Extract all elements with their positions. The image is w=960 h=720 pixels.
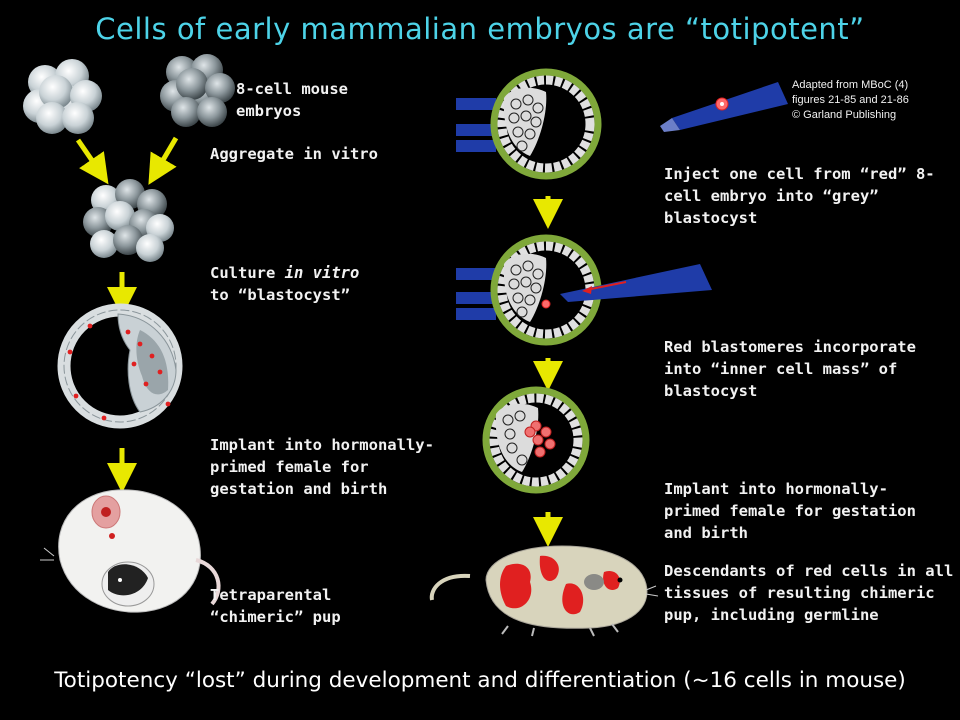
grey-8-cell-embryo	[160, 54, 235, 127]
chimeric-blastocyst-right	[482, 386, 590, 494]
label-8-cell-embryos: 8-cell mouse embryos	[236, 80, 348, 120]
credit-text: Adapted from MBoC (4) figures 21-85 and …	[792, 79, 909, 121]
label-aggregate: Aggregate in vitro	[210, 145, 378, 163]
label-implant-right: Implant into hormonally- primed female f…	[664, 480, 916, 542]
arrow-aggregate-right	[148, 136, 179, 185]
label-implant-left: Implant into hormonally- primed female f…	[210, 436, 434, 498]
arrow-aggregate-left	[75, 138, 109, 185]
aggregated-embryo	[83, 179, 174, 262]
label-descendants: Descendants of red cells in all tissues …	[664, 562, 954, 624]
injection-pipette-1	[660, 82, 788, 132]
tetraparental-mouse	[40, 489, 221, 613]
host-blastocyst-2	[456, 234, 602, 346]
injection-pipette-2	[560, 264, 712, 302]
label-culture: Culture in vitro to “blastocyst”	[210, 264, 360, 304]
label-inject: Inject one cell from “red” 8- cell embry…	[664, 165, 935, 227]
host-blastocyst-1	[456, 68, 602, 180]
bottom-caption: Totipotency “lost” during development an…	[54, 668, 906, 693]
chimeric-mouse	[429, 545, 659, 637]
label-chimeric-pup: Tetraparental “chimeric” pup	[210, 586, 341, 626]
chimeric-blastocyst	[57, 303, 183, 429]
slide-title: Cells of early mammalian embryos are “to…	[95, 12, 865, 46]
white-8-cell-embryo	[23, 59, 102, 134]
label-incorporate: Red blastomeres incorporate into “inner …	[664, 338, 916, 400]
